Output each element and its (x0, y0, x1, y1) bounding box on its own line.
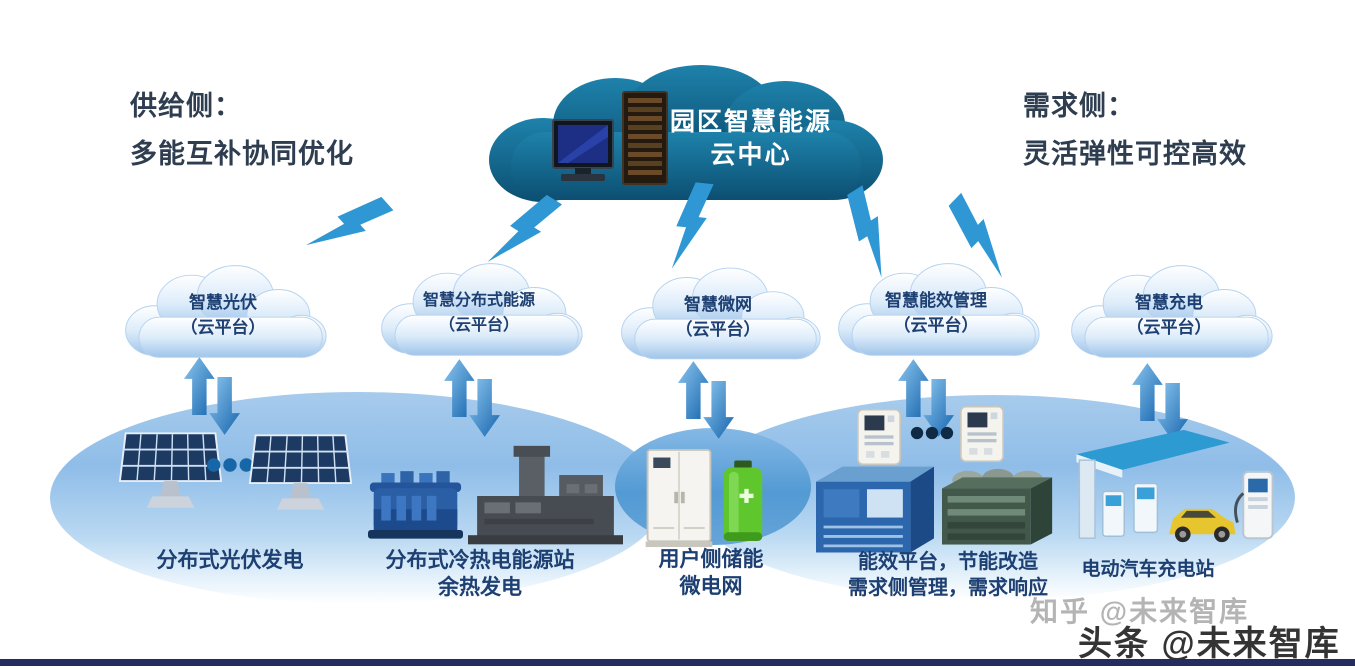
ellipsis-dots-icon (910, 426, 954, 440)
cloud-platform: （云平台） (438, 317, 519, 334)
facility-line2: 微电网 (679, 575, 743, 598)
cloud-icon (381, 263, 583, 356)
smart-meter-icon (960, 405, 1004, 463)
cloud-name: 智慧光伏 (189, 293, 257, 312)
cloud-icon (621, 267, 821, 360)
demand-side-title: 需求侧： (1023, 91, 1135, 121)
platform-cloud-charging: 智慧充电 （云平台） (1063, 258, 1275, 363)
lightning-icon (487, 194, 563, 262)
canopy-icon (1076, 429, 1230, 539)
facility-label-user-storage: 用户侧储能 微电网 (646, 546, 776, 600)
facility-line1: 用户侧储能 (658, 548, 764, 571)
lightning-icon (948, 192, 1002, 278)
supply-side-headline: 供给侧： 多能互补协同优化 (130, 82, 354, 178)
lightning-icon (671, 182, 714, 269)
platform-cloud-distributed-energy: 智慧分布式能源 （云平台） (368, 256, 590, 361)
platform-cloud-microgrid: 智慧微网 （云平台） (614, 260, 822, 365)
updown-arrows-icon (1132, 363, 1188, 441)
facility-label-efficiency-platform: 能效平台，节能改造 需求侧管理，需求响应 (826, 549, 1070, 601)
cloud-name: 智慧充电 (1135, 293, 1203, 312)
lightning-icon (847, 185, 882, 278)
generator-icon (368, 471, 463, 539)
smart-meter-icon (857, 408, 901, 466)
cloud-icon (1071, 265, 1273, 358)
power-plant-icon (468, 445, 623, 545)
platform-cloud-label: 智慧分布式能源 （云平台） (368, 288, 590, 338)
cloud-platform: （云平台） (180, 318, 266, 337)
solar-panel-icon (248, 434, 353, 510)
demand-side-desc: 灵活弹性可控高效 (1023, 139, 1247, 169)
cloud-icon (838, 263, 1040, 356)
updown-arrows-icon (898, 359, 954, 437)
facility-line1: 电动汽车充电站 (1081, 559, 1215, 580)
ellipsis-dots-icon (206, 458, 254, 472)
center-cloud-title: 园区智慧能源 云中心 (651, 106, 851, 172)
dark-cloud-icon (489, 65, 883, 202)
platform-cloud-label: 智慧光伏 （云平台） (112, 290, 334, 340)
cloud-name: 智慧能效管理 (885, 291, 987, 310)
cloud-icon (125, 265, 327, 358)
supply-side-desc: 多能互补协同优化 (130, 139, 354, 169)
platform-cloud-label: 智慧能效管理 （云平台） (825, 288, 1047, 338)
bottom-bar (0, 659, 1355, 666)
facility-line2: 需求侧管理，需求响应 (848, 577, 1048, 599)
compressor-icon (816, 466, 934, 553)
facility-label-ev-charging: 电动汽车充电站 (1073, 556, 1223, 583)
cloud-name: 智慧分布式能源 (422, 292, 535, 309)
facility-line1: 分布式光伏发电 (156, 549, 304, 572)
platform-cloud-energy-efficiency: 智慧能效管理 （云平台） (825, 256, 1047, 361)
platform-cloud-label: 智慧充电 （云平台） (1063, 290, 1275, 340)
updown-arrows-icon (444, 359, 500, 437)
electric-car-icon (1169, 508, 1236, 543)
monitor-icon (552, 119, 614, 181)
server-rack-icon (622, 91, 668, 185)
charging-pile-icon (1102, 482, 1159, 537)
demand-side-headline: 需求侧： 灵活弹性可控高效 (1023, 82, 1247, 178)
charging-station-icon (1076, 429, 1274, 543)
solar-panel-icon (118, 432, 223, 508)
cloud-platform: （云平台） (893, 316, 979, 335)
chiller-icon (942, 468, 1053, 545)
facility-line2: 余热发电 (438, 576, 522, 599)
charging-post-icon (1234, 470, 1274, 540)
watermark-toutiao: 头条 @未来智库 (1078, 625, 1341, 663)
battery-icon (723, 460, 763, 541)
center-cloud: 园区智慧能源 云中心 (483, 62, 893, 210)
facility-line1: 能效平台，节能改造 (858, 551, 1038, 573)
updown-arrows-icon (184, 357, 240, 435)
platform-cloud-label: 智慧微网 （云平台） (614, 292, 822, 342)
center-cloud-line2: 云中心 (710, 141, 792, 169)
facility-label-cchp-station: 分布式冷热电能源站 余热发电 (372, 547, 588, 601)
supply-side-title: 供给侧： (130, 91, 242, 121)
cloud-platform: （云平台） (675, 320, 761, 339)
facility-label-pv-generation: 分布式光伏发电 (125, 547, 335, 574)
center-cloud-line1: 园区智慧能源 (669, 108, 832, 136)
cloud-name: 智慧微网 (684, 295, 752, 314)
lightning-icon (305, 196, 394, 246)
platform-cloud-pv: 智慧光伏 （云平台） (112, 258, 334, 363)
storage-cabinet-icon (645, 448, 713, 548)
watermark-zhihu: 知乎 @未来智库 (1030, 596, 1250, 627)
facility-line1: 分布式冷热电能源站 (385, 549, 575, 572)
updown-arrows-icon (678, 361, 734, 439)
cloud-platform: （云平台） (1126, 318, 1212, 337)
